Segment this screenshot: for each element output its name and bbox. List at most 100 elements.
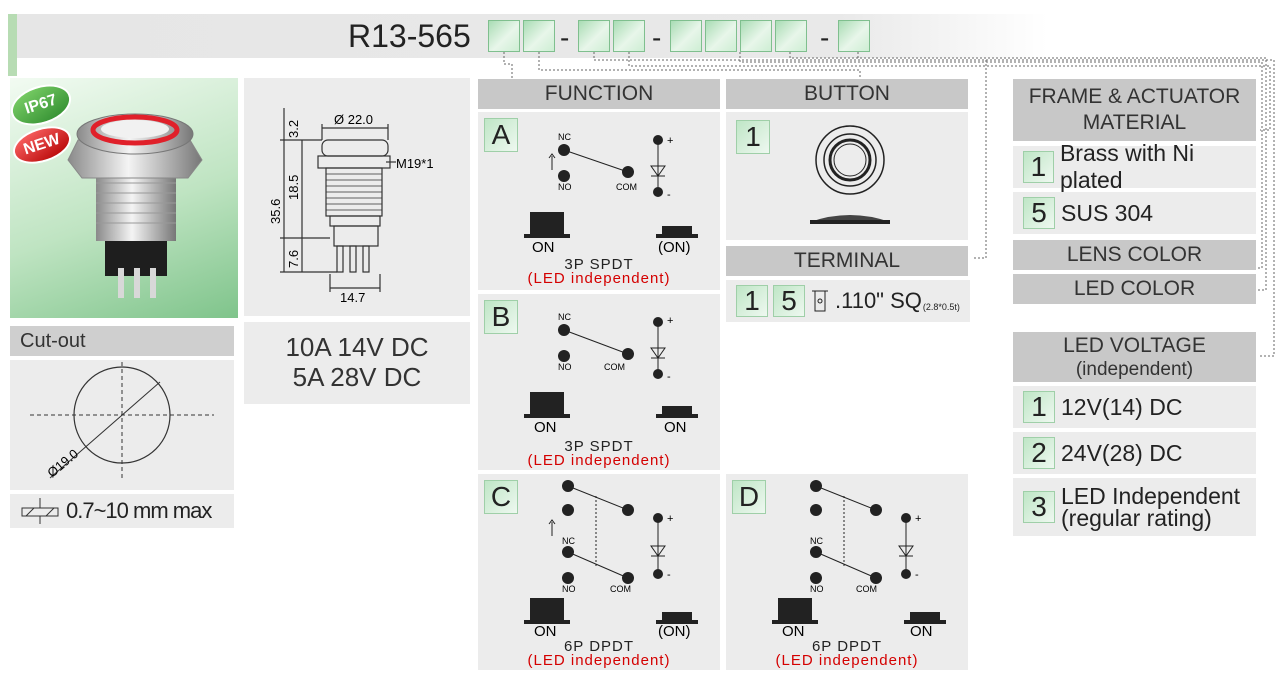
panel-thickness-row: 0.7~10 mm max (10, 494, 234, 528)
spdt-schematic-a: NC NO COM + - ON (ON) (524, 132, 698, 256)
led-voltage-title-line-2: (independent) (1075, 359, 1194, 380)
led-voltage-option-3[interactable]: 3 LED Independent (regular rating) (1013, 478, 1256, 536)
label-nc-a: NC (558, 132, 571, 142)
part-prefix: R13-565 (348, 18, 471, 54)
frame-option-5[interactable]: 5 SUS 304 (1013, 192, 1256, 234)
dash-1: - (560, 22, 570, 53)
frame-option-1[interactable]: 1 Brass with Ni plated (1013, 140, 1256, 193)
code-box-function[interactable] (488, 20, 520, 52)
led-voltage-option-1[interactable]: 1 12V(14) DC (1013, 386, 1256, 428)
terminal-code-5: 5 (773, 285, 805, 317)
terminal-code-1: 1 (736, 285, 768, 317)
action-left-b: ON (534, 419, 557, 436)
new-badge-text: NEW (21, 130, 63, 159)
function-option-b[interactable]: B NC NO COM + - ON ON 3P SPDT (LED indep… (478, 294, 720, 470)
label-com-c: COM (610, 584, 631, 594)
led-voltage-sub-3: (regular rating) (1061, 505, 1212, 531)
label-com-d: COM (856, 584, 877, 594)
code-box-lens-2[interactable] (705, 20, 737, 52)
action-left-c: ON (534, 623, 557, 640)
action-right-a: (ON) (658, 239, 691, 256)
action-left-d: ON (782, 623, 805, 640)
code-box-voltage[interactable] (838, 20, 870, 52)
label-nc-d: NC (810, 536, 823, 546)
function-code-a: A (484, 118, 518, 152)
function-option-d[interactable]: D NC NO COM + - ON ON 6P DPDT (LED indep… (726, 474, 968, 670)
function-code-c: C (484, 480, 518, 514)
spdt-schematic-b: NC NO COM + - ON ON (524, 312, 698, 436)
label-no-d: NO (810, 584, 824, 594)
led-voltage-label-3: LED Independent (1061, 483, 1241, 509)
dpdt-schematic-c: NC NO COM + - ON (ON) (524, 480, 698, 640)
function-led-d: (LED independent) (775, 652, 919, 669)
ip67-badge-text: IP67 (22, 91, 60, 118)
label-nc-c: NC (562, 536, 575, 546)
cutout-drawing-panel: Ø19.0 (10, 360, 234, 490)
label-minus-b: - (667, 371, 671, 383)
led-voltage-option-2[interactable]: 2 24V(28) DC (1013, 432, 1256, 474)
label-minus-d: - (915, 569, 919, 581)
dim-diameter-22: Ø 22.0 (334, 112, 373, 127)
label-com-b: COM (604, 362, 625, 372)
function-led-b: (LED independent) (527, 452, 671, 469)
label-no-a: NO (558, 182, 572, 192)
button-title: BUTTON (804, 82, 890, 105)
part-number-bar: R13-565 - - - (8, 14, 1048, 76)
product-photo-panel: IP67 NEW (10, 78, 238, 318)
rating-line-2: 5A 28V DC (292, 362, 422, 392)
dim-width-14-7: 14.7 (340, 290, 365, 305)
rating-line-1: 10A 14V DC (285, 332, 429, 362)
label-nc-b: NC (558, 312, 571, 322)
terminal-sub: (2.8*0.5t) (922, 302, 960, 312)
action-right-c: (ON) (658, 623, 691, 640)
frame-label-1: Brass with Ni plated (1059, 140, 1195, 193)
rating-panel: 10A 14V DC 5A 28V DC (244, 322, 470, 404)
function-option-a[interactable]: A NC NO COM + - ON (ON) 3P SPDT (LED ind… (478, 112, 720, 290)
frame-title-line-2: MATERIAL (1082, 111, 1187, 134)
function-option-c[interactable]: C NC NO COM + - ON (ON) 6P DPDT (LED ind… (478, 474, 720, 670)
led-color-header: LED COLOR (1013, 274, 1256, 304)
function-led-a: (LED independent) (527, 270, 671, 287)
lens-color-title: LENS COLOR (1066, 243, 1203, 266)
dim-height-3-2: 3.2 (286, 120, 301, 138)
function-code-b: B (484, 300, 518, 334)
code-box-lens-1[interactable] (670, 20, 702, 52)
function-type-b: 3P SPDT (564, 438, 634, 455)
label-no-c: NO (562, 584, 576, 594)
cutout-title: Cut-out (20, 330, 86, 352)
button-option-1[interactable]: 1 (726, 112, 968, 240)
led-voltage-code-1: 1 (1023, 391, 1055, 423)
code-box-button[interactable] (523, 20, 555, 52)
cutout-header: Cut-out (10, 326, 234, 356)
terminal-option[interactable]: 1 5 .110" SQ (2.8*0.5t) (726, 280, 970, 322)
dim-height-35-6: 35.6 (268, 199, 283, 224)
code-box-led-1[interactable] (740, 20, 772, 52)
cutout-diameter: Ø19.0 (44, 446, 81, 480)
code-connector-lines (503, 52, 1275, 357)
frame-code-5: 5 (1023, 197, 1055, 229)
function-header: FUNCTION (478, 79, 720, 109)
frame-code-1: 1 (1023, 151, 1054, 183)
terminal-header: TERMINAL (726, 246, 968, 276)
dimension-drawing-panel: Ø 22.0 M19*1 3.2 18.5 35.6 7.6 14.7 (244, 78, 470, 316)
function-type-c: 6P DPDT (563, 638, 635, 655)
led-voltage-title-line-1: LED VOLTAGE (1063, 334, 1206, 357)
led-color-title: LED COLOR (1073, 277, 1196, 300)
led-voltage-header: LED VOLTAGE (independent) (1013, 332, 1256, 382)
code-box-led-2[interactable] (775, 20, 807, 52)
dpdt-schematic-d: NC NO COM + - ON ON (772, 480, 946, 640)
code-box-terminal[interactable] (578, 20, 610, 52)
terminal-tab-icon (812, 290, 828, 312)
led-voltage-label-2: 24V(28) DC (1061, 439, 1183, 466)
dimension-drawing: Ø 22.0 M19*1 3.2 18.5 35.6 7.6 14.7 (268, 108, 434, 305)
label-plus-a: + (667, 135, 673, 147)
code-box-frame[interactable] (613, 20, 645, 52)
frame-header: FRAME & ACTUATOR MATERIAL (1013, 79, 1256, 141)
switch-photo-icon (67, 113, 203, 298)
action-right-d: ON (910, 623, 933, 640)
action-right-b: ON (664, 419, 687, 436)
label-minus-c: - (667, 569, 671, 581)
accent-stripe (8, 14, 17, 76)
button-code-1: 1 (736, 120, 770, 154)
function-title: FUNCTION (544, 82, 654, 105)
